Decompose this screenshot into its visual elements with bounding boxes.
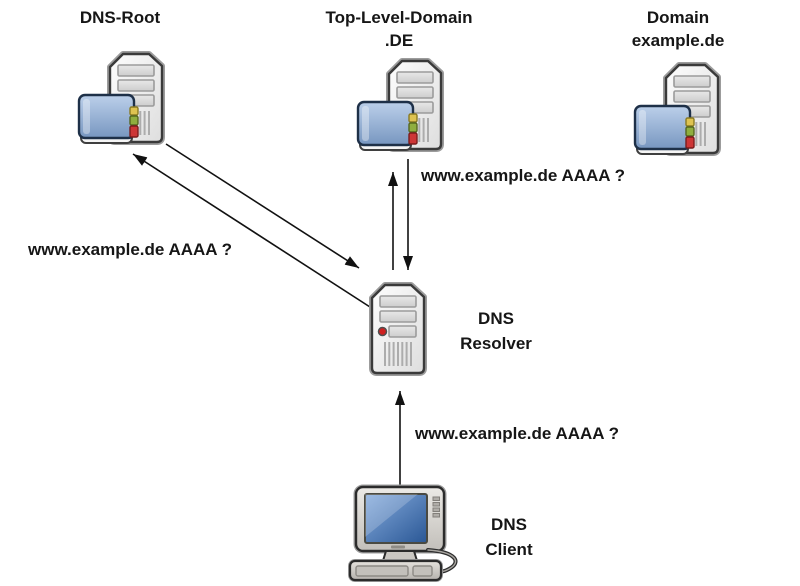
arrow-query-resolver-to-root: [132, 153, 371, 308]
dns-resolver-server-icon: [372, 285, 424, 373]
label-top-level-domain-line1: Top-Level-Domain: [325, 8, 473, 27]
arrow-response-root-to-resolver: [165, 143, 360, 269]
label-dns-resolver-line1: DNS: [478, 309, 514, 328]
label-top-level-domain: Top-Level-Domain .DE: [325, 6, 472, 52]
edge-label-client-query: www.example.de AAAA ?: [415, 424, 620, 443]
label-domain-example-line1: Domain: [646, 8, 710, 27]
domain-server-icon: [635, 65, 718, 154]
label-dns-client: DNS Client: [485, 512, 532, 562]
label-dns-resolver: DNS Resolver: [460, 306, 532, 356]
tld-server-icon: [358, 61, 441, 150]
label-top-level-domain-line2: .DE: [384, 31, 414, 50]
label-dns-root: DNS-Root: [79, 8, 161, 27]
label-dns-resolver-line2: Resolver: [460, 334, 532, 353]
edge-label-tld-query: www.example.de AAAA ?: [421, 166, 626, 185]
label-domain-example: Domain example.de: [632, 6, 725, 52]
edges-group: [132, 143, 413, 485]
edge-label-root-query: www.example.de AAAA ?: [28, 240, 233, 259]
dns-client-computer-icon: [350, 487, 456, 580]
label-domain-example-line2: example.de: [631, 31, 725, 50]
dns-root-server-icon: [79, 54, 162, 143]
label-dns-client-line1: DNS: [491, 515, 527, 534]
label-dns-client-line2: Client: [485, 540, 533, 559]
